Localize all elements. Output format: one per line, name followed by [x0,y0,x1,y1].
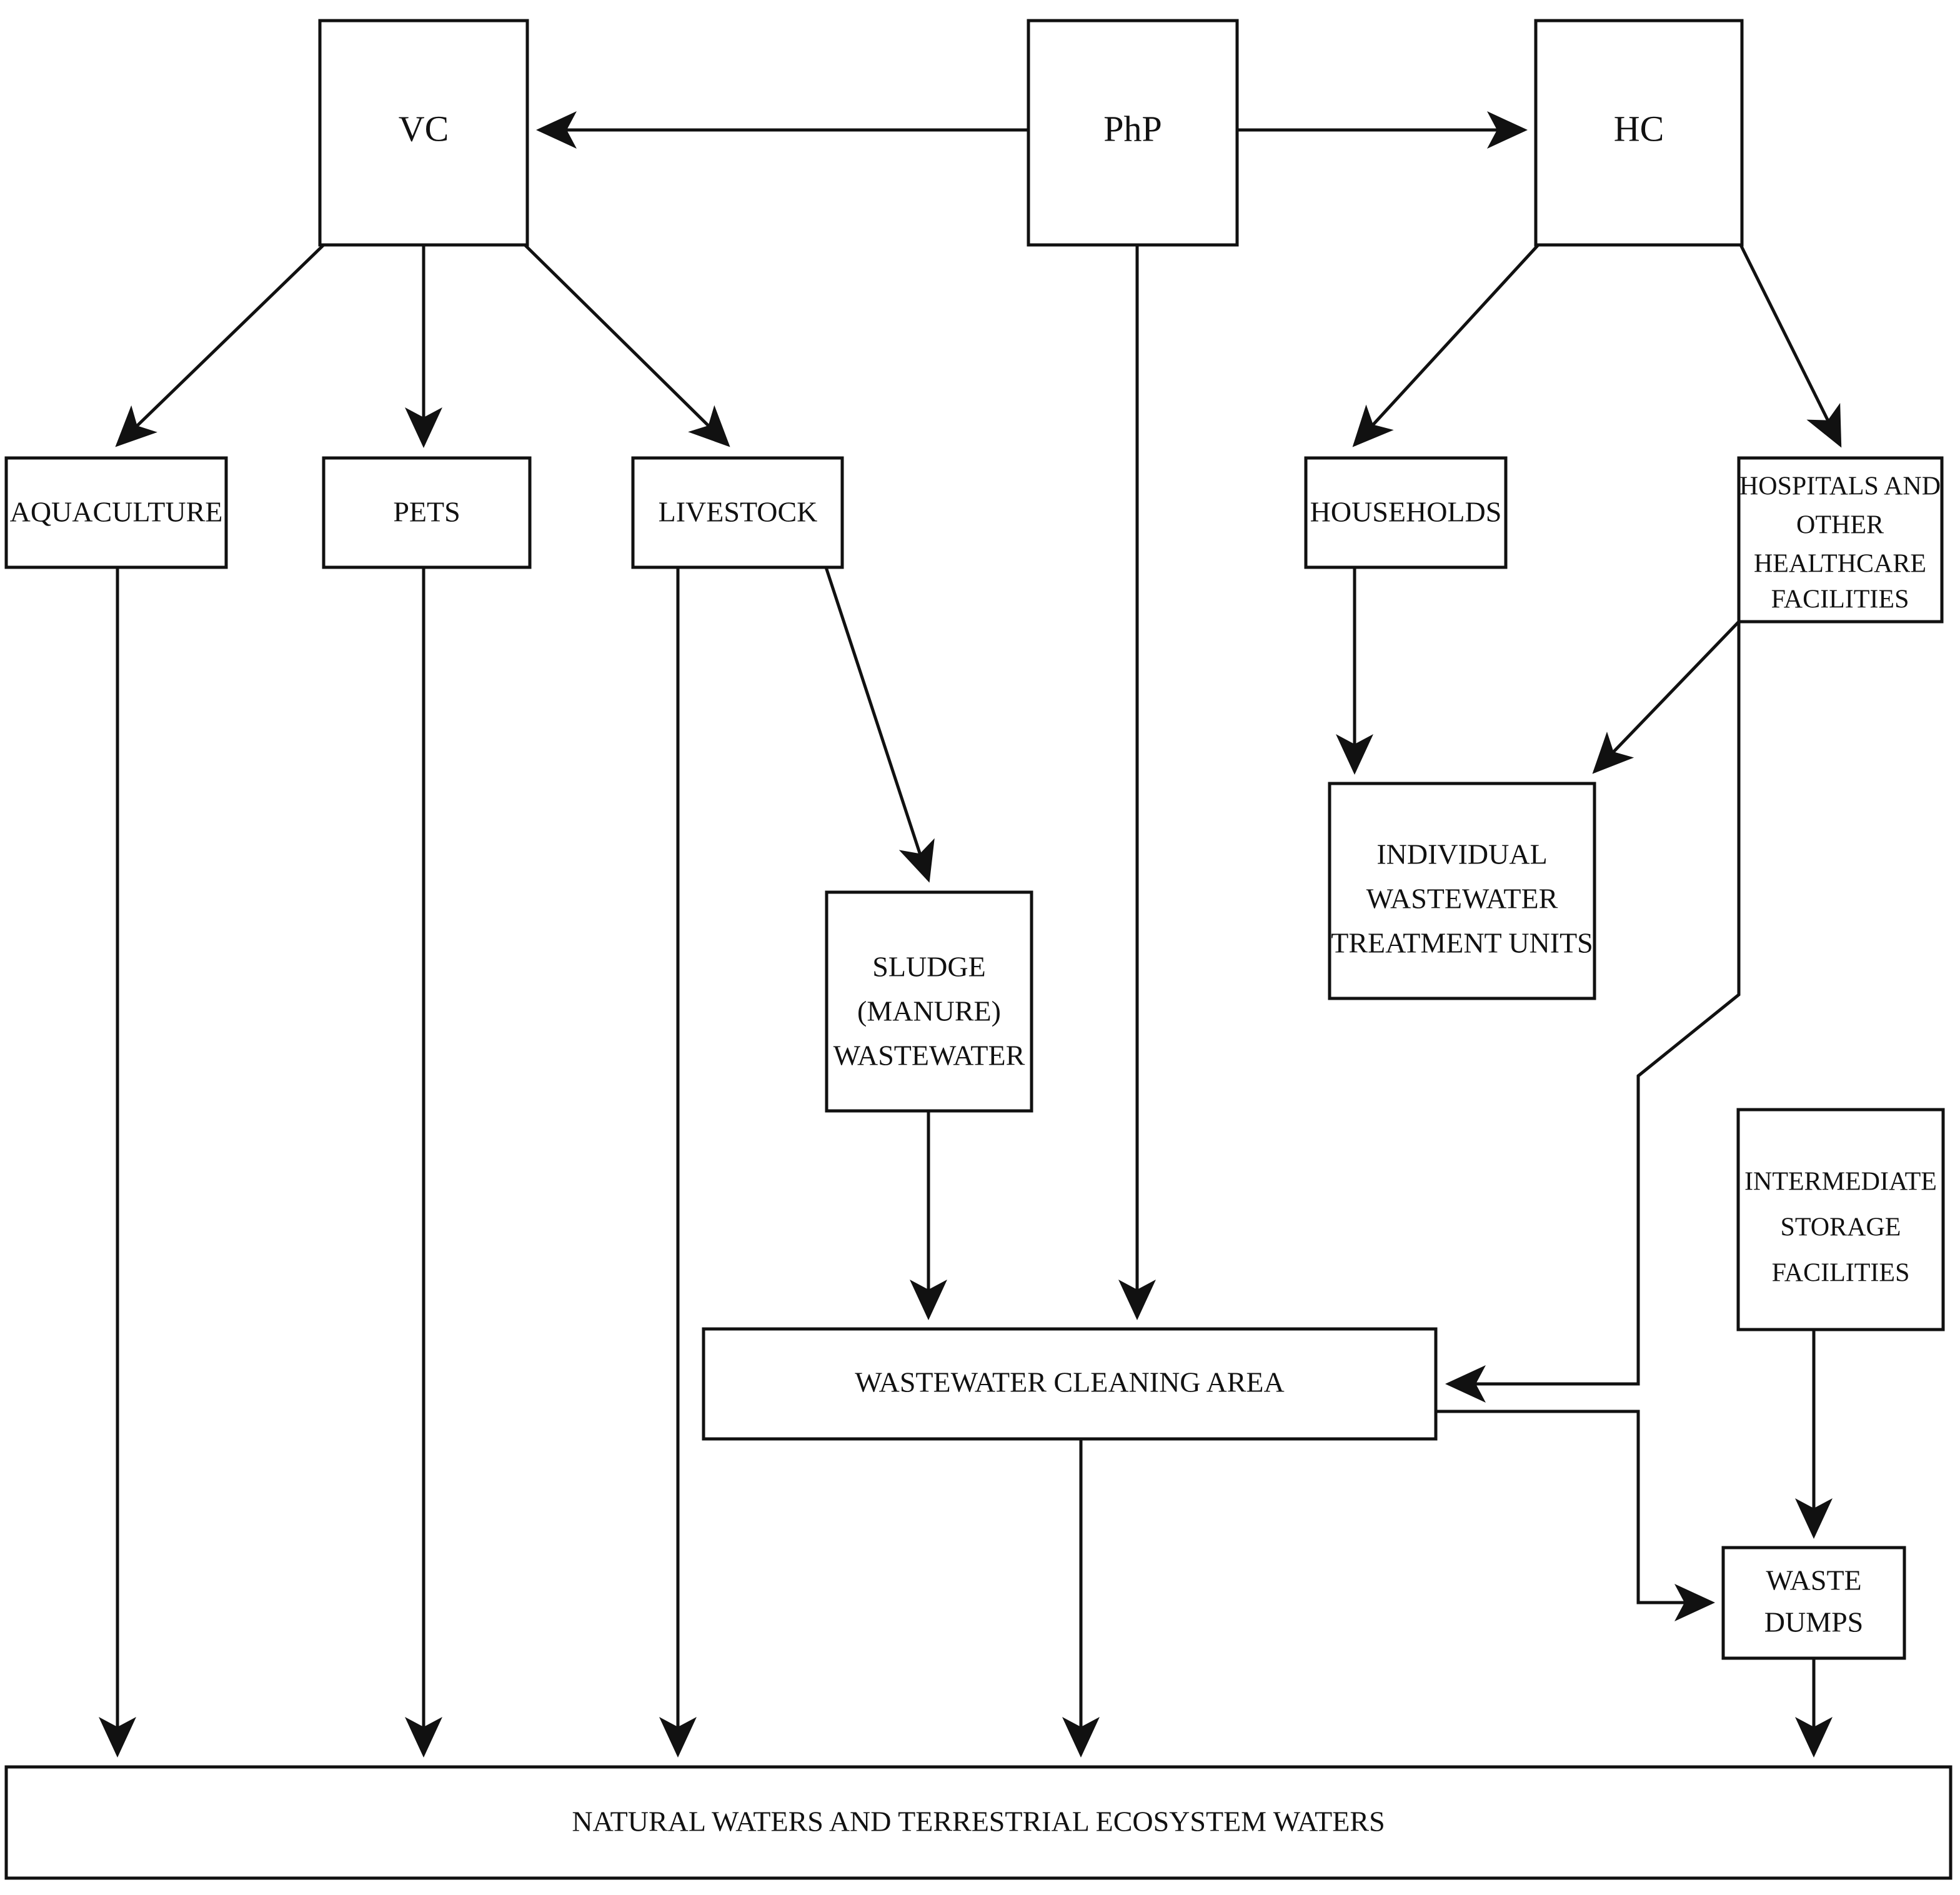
node-hospitals[interactable]: HOSPITALS AND OTHER HEALTHCARE FACILITIE… [1737,456,1944,624]
node-storage-box[interactable] [1736,1108,1945,1331]
edge-hospitals-to-iwtu [1592,620,1740,774]
node-iwtu-label-line-1: INDIVIDUAL [1376,838,1547,870]
node-iwtu[interactable]: INDIVIDUAL WASTEWATER TREATMENT UNITS [1328,782,1596,1000]
node-dumps-label-line-2: DUMPS [1764,1606,1864,1638]
node-waters-box[interactable] [4,1765,1953,1880]
node-pets-box[interactable] [322,456,532,569]
node-vc-box[interactable] [318,19,529,247]
node-sludge-box[interactable] [825,890,1033,1113]
node-iwtu-label-line-2: WASTEWATER [1366,883,1558,915]
node-hc-label: HC [1614,108,1664,149]
node-livestock-box[interactable] [631,456,844,569]
edge-hospitals-to-wca [1445,622,1741,1403]
node-hc[interactable]: HC [1534,19,1744,247]
node-wca-box[interactable] [702,1327,1438,1441]
node-storage[interactable]: INTERMEDIATE STORAGE FACILITIES [1736,1108,1945,1331]
node-sludge-label-line-3: WASTEWATER [833,1040,1025,1072]
node-storage-label-line-2: STORAGE [1781,1213,1901,1242]
node-aquaculture[interactable]: AQUACULTURE [4,456,228,569]
node-dumps[interactable]: WASTE DUMPS [1721,1546,1906,1660]
node-livestock-label: LIVESTOCK [659,496,818,528]
node-php[interactable]: PhP [1027,19,1239,247]
node-dumps-box[interactable] [1721,1546,1906,1660]
node-php-box[interactable] [1027,19,1239,247]
node-waters[interactable]: NATURAL WATERS AND TERRESTRIAL ECOSYSTEM… [4,1765,1953,1880]
node-iwtu-label-line-3: TREATMENT UNITS [1331,927,1593,959]
node-households-box[interactable] [1304,456,1508,569]
node-livestock[interactable]: LIVESTOCK [631,456,844,569]
node-aquaculture-label: AQUACULTURE [10,496,223,528]
node-wca-label: WASTEWATER CLEANING AREA [855,1366,1284,1398]
node-hospitals-label-line-3: HEALTHCARE [1754,550,1926,579]
node-iwtu-box[interactable] [1328,782,1596,1000]
node-php-label: PhP [1103,108,1162,149]
node-wca[interactable]: WASTEWATER CLEANING AREA [702,1327,1438,1441]
node-dumps-label-line-1: WASTE [1766,1564,1861,1596]
edge-wca-to-dumps [1436,1410,1715,1621]
edge-vc-to-livestock [524,244,730,447]
edge-vc-to-aquaculture [115,244,325,447]
node-households-label: HOUSEHOLDS [1310,496,1502,528]
node-storage-label-line-3: FACILITIES [1772,1259,1910,1288]
node-pets[interactable]: PETS [322,456,532,569]
node-households[interactable]: HOUSEHOLDS [1304,456,1508,569]
edge-hc-to-households [1352,244,1540,447]
node-storage-label-line-1: INTERMEDIATE [1744,1168,1937,1196]
node-sludge-label-line-2: (MANURE) [857,995,1001,1027]
node-hospitals-box[interactable] [1737,456,1944,624]
edge-hc-to-hospitals [1739,244,1842,448]
node-vc-label: VC [399,108,449,149]
node-hospitals-label-line-2: OTHER [1796,511,1884,540]
node-aquaculture-box[interactable] [4,456,228,569]
edge-livestock-to-sludge [824,567,935,883]
node-hc-box[interactable] [1534,19,1744,247]
node-hospitals-label-line-1: HOSPITALS AND [1739,472,1941,501]
node-vc[interactable]: VC [318,19,529,247]
node-sludge-label-line-1: SLUDGE [872,951,985,983]
node-hospitals-label-line-4: FACILITIES [1771,585,1909,614]
node-waters-label: NATURAL WATERS AND TERRESTRIAL ECOSYSTEM… [572,1806,1385,1838]
node-sludge[interactable]: SLUDGE (MANURE) WASTEWATER [825,890,1033,1113]
node-pets-label: PETS [393,496,460,528]
